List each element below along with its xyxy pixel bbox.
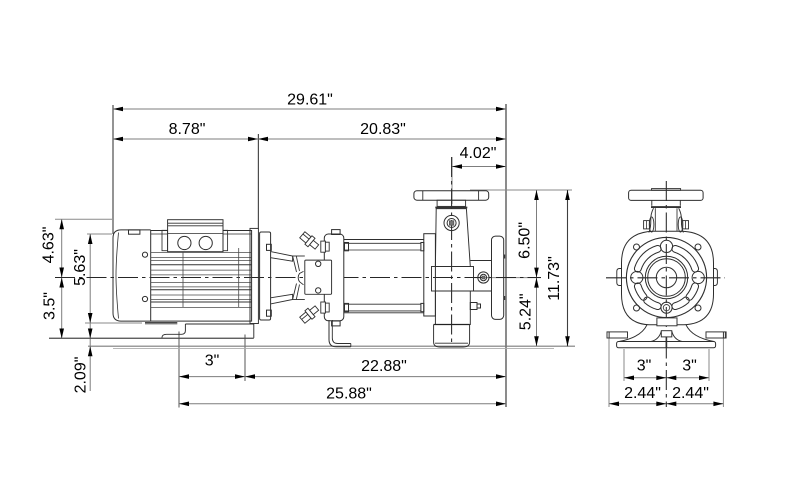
svg-text:2.09": 2.09": [73, 357, 90, 394]
svg-text:29.61": 29.61": [287, 92, 333, 109]
svg-text:11.73": 11.73": [546, 256, 563, 301]
svg-text:2.44": 2.44": [672, 385, 709, 402]
svg-text:4.63": 4.63": [41, 227, 58, 264]
svg-text:3.5": 3.5": [42, 292, 59, 320]
svg-text:3": 3": [205, 353, 220, 370]
svg-text:8.78": 8.78": [169, 121, 206, 138]
svg-text:6.50": 6.50": [517, 222, 534, 259]
svg-text:22.88": 22.88": [361, 358, 407, 375]
svg-text:3": 3": [682, 358, 697, 375]
svg-text:5.24": 5.24": [517, 293, 534, 330]
svg-text:5.63": 5.63": [72, 249, 89, 286]
svg-text:4.02": 4.02": [460, 145, 497, 162]
svg-text:25.88": 25.88": [326, 386, 372, 403]
svg-text:20.83": 20.83": [360, 121, 406, 138]
svg-text:3": 3": [637, 358, 652, 375]
svg-text:2.44": 2.44": [624, 385, 661, 402]
